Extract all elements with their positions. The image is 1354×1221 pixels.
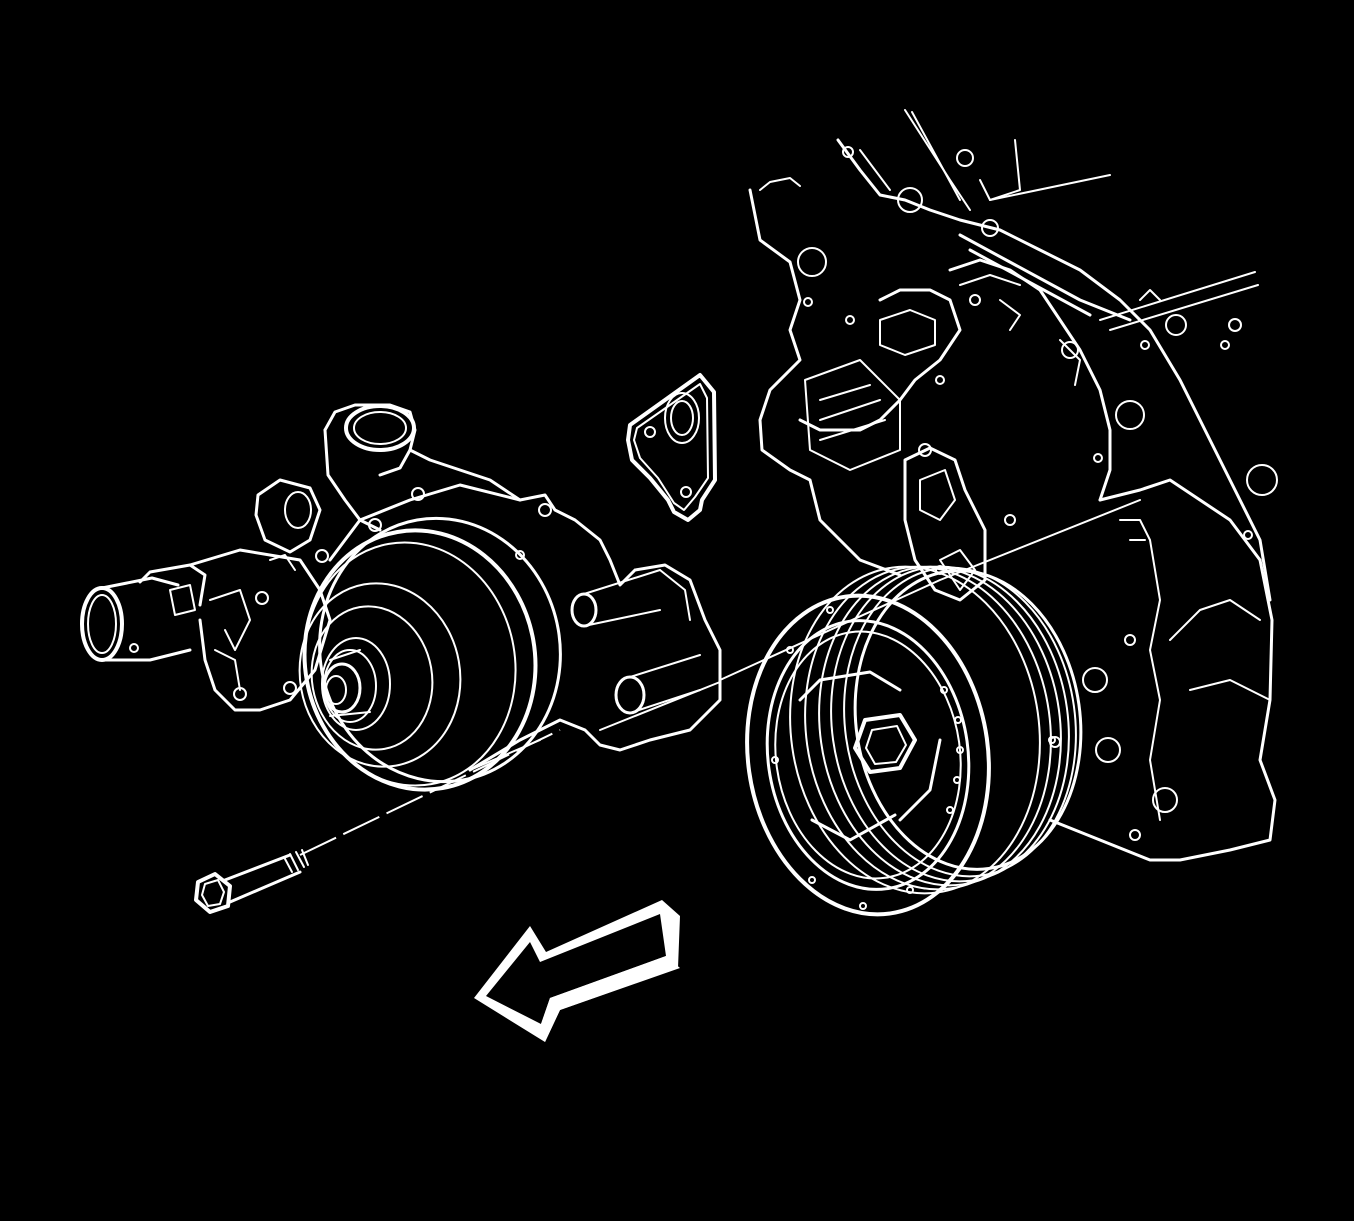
water-pump	[80, 403, 722, 792]
crankshaft-balancer	[745, 565, 1083, 917]
engine-block-front-cover	[748, 109, 1278, 862]
bolt-alignment-line	[299, 729, 561, 856]
water-pump-bolt	[194, 849, 309, 914]
water-pump-gasket	[626, 373, 717, 522]
direction-arrow-icon	[474, 900, 680, 1042]
alignment-line-upper	[719, 499, 1141, 681]
